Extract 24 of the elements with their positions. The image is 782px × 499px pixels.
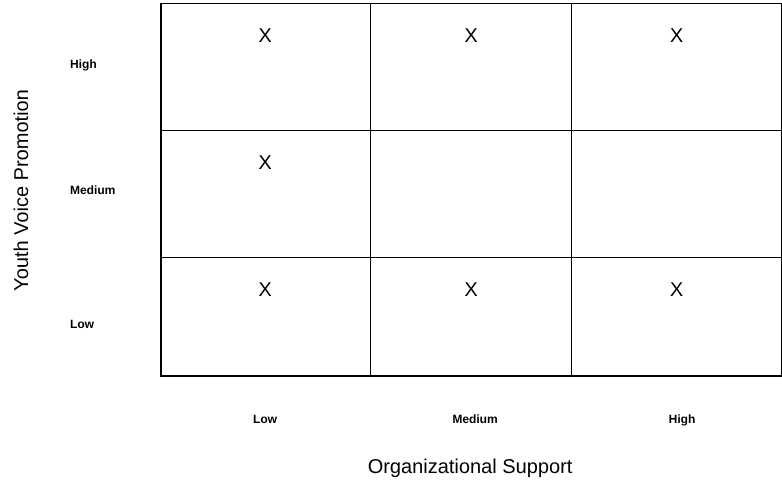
matrix-cell — [572, 257, 782, 377]
row-label: Low — [70, 318, 94, 330]
mark-text: X — [258, 280, 272, 300]
mark-text: X — [670, 26, 684, 46]
mark-text: X — [258, 153, 272, 173]
matrix-cell — [160, 130, 371, 257]
matrix-cell — [160, 257, 371, 377]
matrix-cell — [371, 130, 572, 257]
row-label: High — [70, 58, 97, 70]
mark-text: X — [464, 280, 478, 300]
matrix-cell — [572, 3, 782, 130]
mark-text: X — [258, 26, 272, 46]
axis-title: Organizational Support — [368, 455, 572, 480]
column-label: High — [668, 413, 696, 425]
column-label: Low — [253, 413, 277, 425]
mark-text: X — [670, 280, 684, 300]
row-label: Medium — [70, 184, 116, 196]
mark-text: X — [464, 26, 478, 46]
matrix-cell — [572, 130, 782, 257]
matrix-cell — [371, 3, 572, 130]
matrix-cell — [160, 3, 371, 130]
column-label: Medium — [452, 413, 498, 425]
matrix-cell — [371, 257, 572, 377]
axis-title: Youth Voice Promotion — [10, 89, 34, 291]
